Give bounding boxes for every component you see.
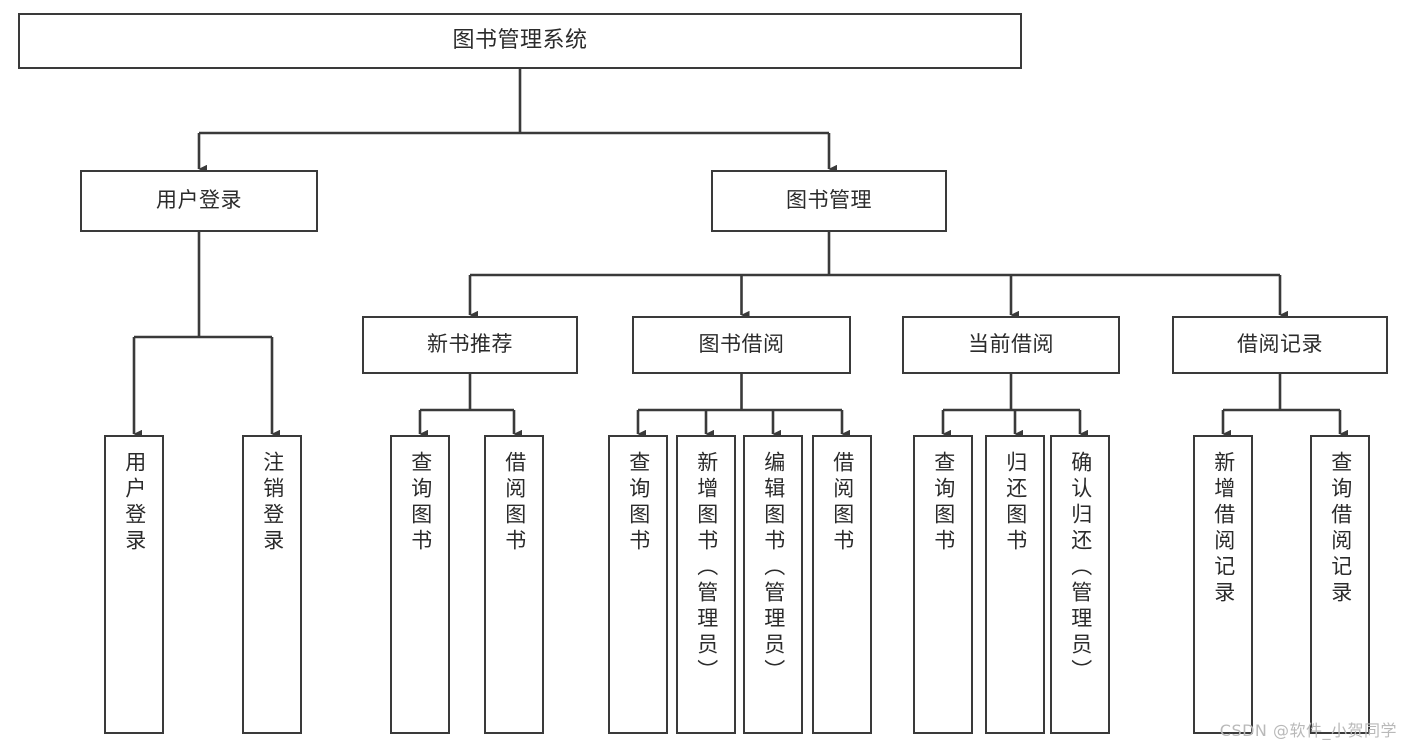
node-label: 用户登录 <box>122 451 147 555</box>
node-borrow-record[interactable]: 借阅记录 <box>1172 316 1388 374</box>
node-book-borrow[interactable]: 图书借阅 <box>632 316 851 374</box>
node-label: 查询借阅记录 <box>1328 451 1353 607</box>
node-label: 图书管理系统 <box>452 27 588 53</box>
node-label: 归还图书 <box>1003 451 1028 555</box>
node-leaf-query-book-3[interactable]: 查询图书 <box>913 435 973 734</box>
node-book-manage[interactable]: 图书管理 <box>711 170 947 232</box>
node-label: 新增借阅记录 <box>1211 451 1236 607</box>
node-leaf-return-book[interactable]: 归还图书 <box>985 435 1045 734</box>
node-leaf-borrow-book-1[interactable]: 借阅图书 <box>484 435 544 734</box>
node-label: 编辑图书（管理员） <box>761 451 786 685</box>
node-user-login[interactable]: 用户登录 <box>80 170 318 232</box>
node-root[interactable]: 图书管理系统 <box>18 13 1022 69</box>
node-new-book-rec[interactable]: 新书推荐 <box>362 316 578 374</box>
node-leaf-confirm-ret[interactable]: 确认归还（管理员） <box>1050 435 1110 734</box>
node-leaf-logout[interactable]: 注销登录 <box>242 435 302 734</box>
node-label: 借阅图书 <box>830 451 855 555</box>
node-label: 当前借阅 <box>968 332 1054 357</box>
node-leaf-add-book[interactable]: 新增图书（管理员） <box>676 435 736 734</box>
node-label: 确认归还（管理员） <box>1068 451 1093 685</box>
node-label: 注销登录 <box>260 451 285 555</box>
node-leaf-add-record[interactable]: 新增借阅记录 <box>1193 435 1253 734</box>
node-label: 用户登录 <box>156 188 242 213</box>
node-label: 借阅记录 <box>1237 332 1323 357</box>
node-label: 新增图书（管理员） <box>694 451 719 685</box>
node-leaf-query-record[interactable]: 查询借阅记录 <box>1310 435 1370 734</box>
node-leaf-edit-book[interactable]: 编辑图书（管理员） <box>743 435 803 734</box>
node-leaf-user-login[interactable]: 用户登录 <box>104 435 164 734</box>
node-label: 新书推荐 <box>427 332 513 357</box>
node-label: 查询图书 <box>931 451 956 555</box>
node-label: 图书借阅 <box>698 332 785 357</box>
node-leaf-query-book-2[interactable]: 查询图书 <box>608 435 668 734</box>
node-label: 查询图书 <box>408 451 433 555</box>
node-label: 借阅图书 <box>502 451 527 555</box>
node-leaf-borrow-book-2[interactable]: 借阅图书 <box>812 435 872 734</box>
node-label: 图书管理 <box>786 188 872 213</box>
node-leaf-query-book-1[interactable]: 查询图书 <box>390 435 450 734</box>
node-current-borrow[interactable]: 当前借阅 <box>902 316 1120 374</box>
node-label: 查询图书 <box>626 451 651 555</box>
